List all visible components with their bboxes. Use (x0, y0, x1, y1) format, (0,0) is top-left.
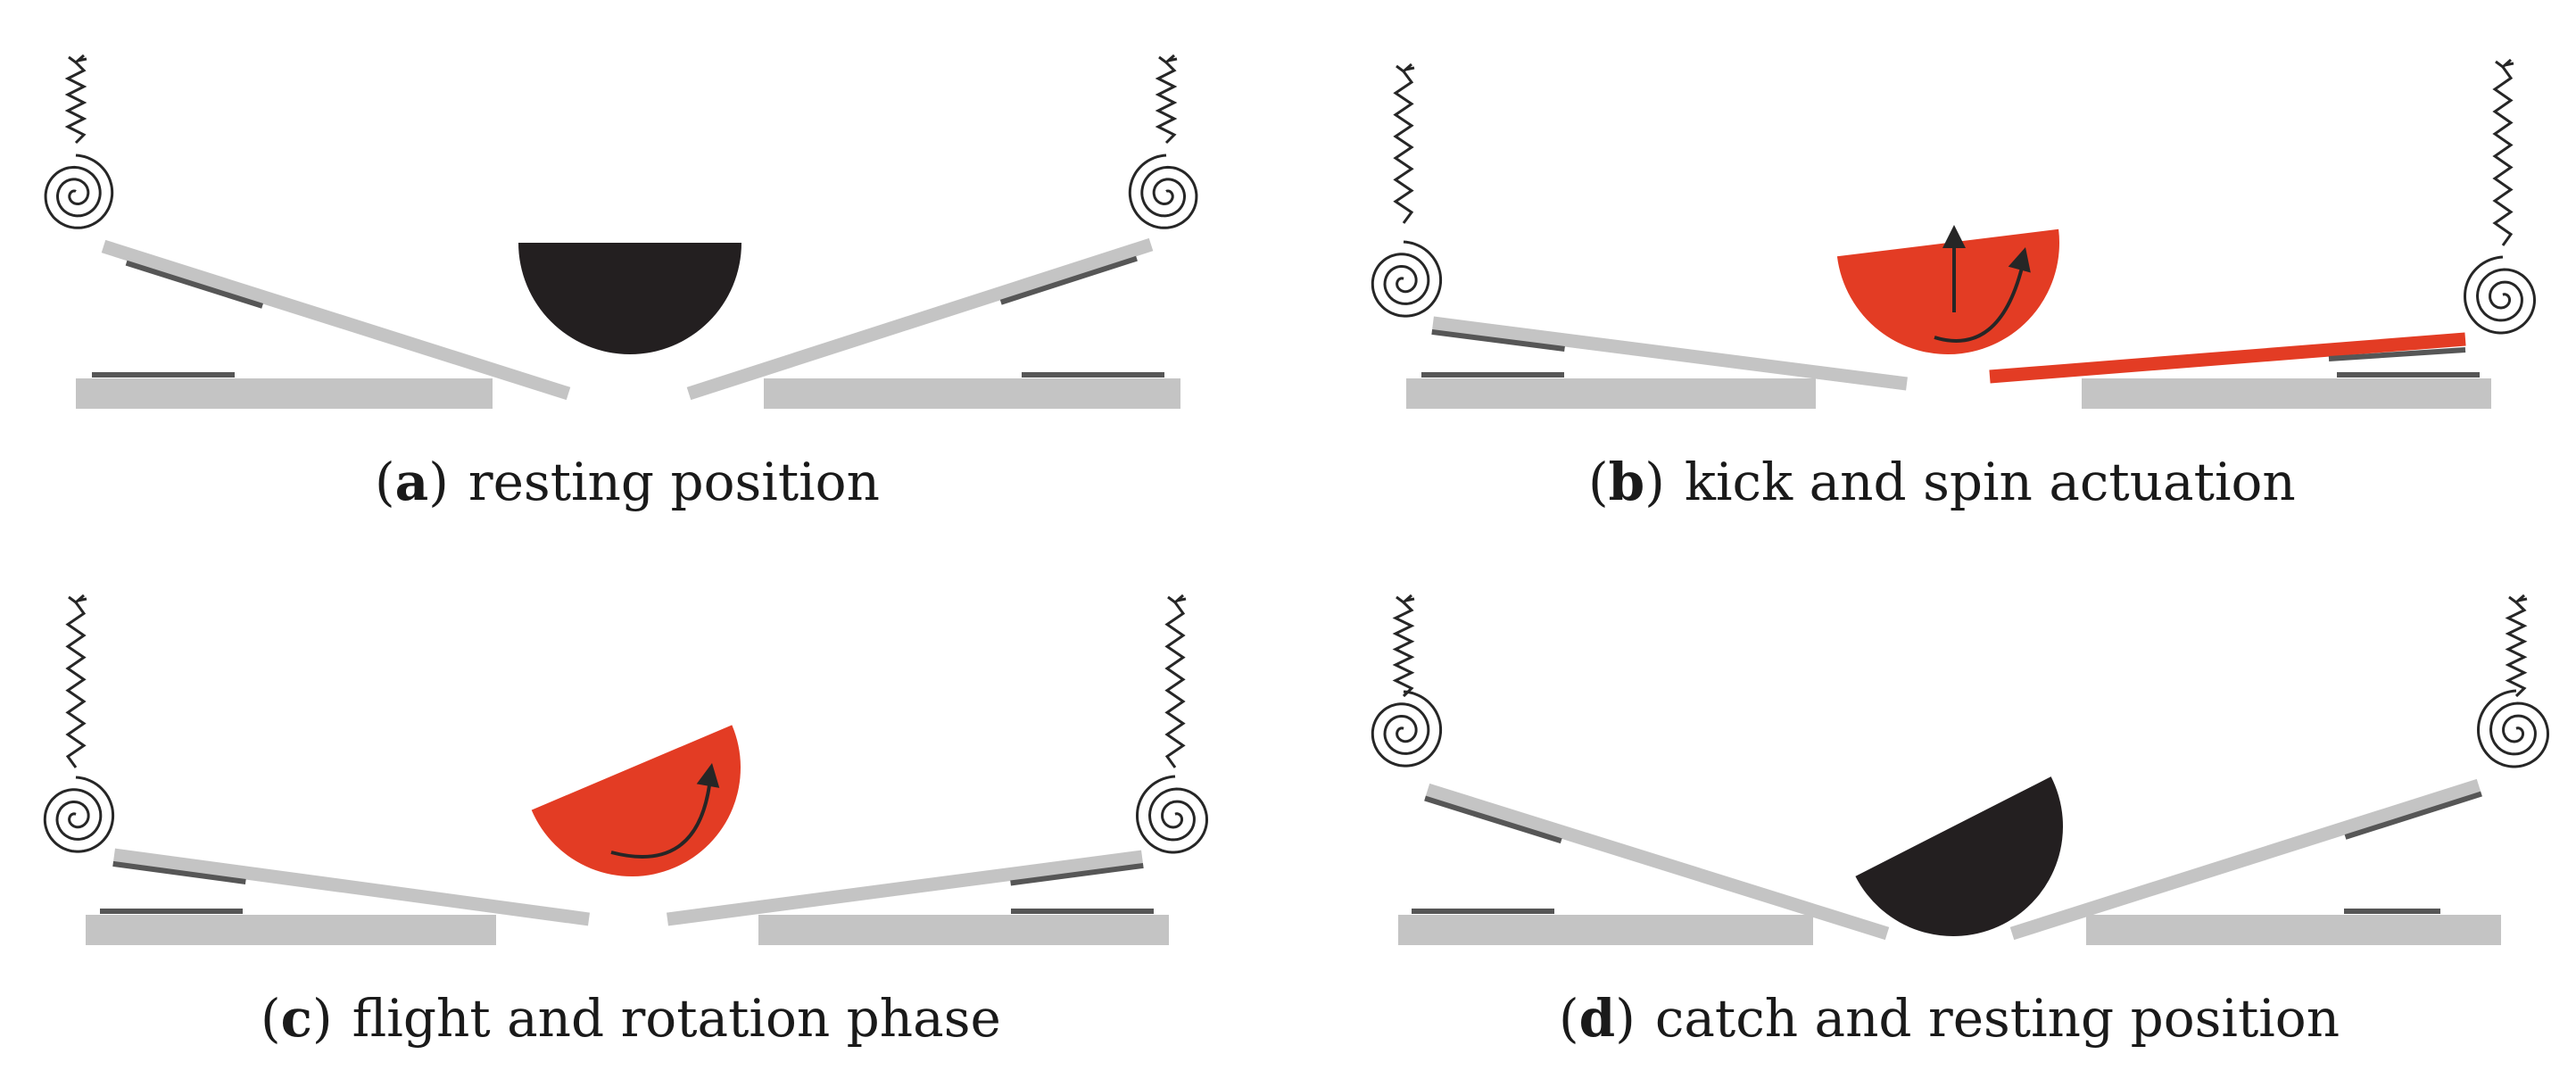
caption-d: (d)catch and resting position (1559, 988, 2340, 1049)
zigzag-spring (1393, 71, 1414, 224)
caption-text-b: kick and spin actuation (1684, 452, 2296, 512)
spring-anchor (1396, 593, 1415, 604)
half-ball (531, 725, 741, 876)
flipper-pad (1424, 795, 1562, 844)
panel-label-a: a (394, 452, 429, 512)
base-plate (2082, 378, 2491, 409)
spring-anchor (1167, 593, 1187, 604)
flipper-arm (112, 848, 591, 926)
panel-b-kick-spin (1371, 58, 2537, 409)
caption-b: (b)kick and spin actuation (1588, 452, 2296, 512)
kick-arrow-head (1942, 225, 1966, 248)
base-plate (758, 915, 1169, 945)
flipper-arm (1432, 316, 1908, 391)
base-plate (764, 378, 1180, 409)
caption-c: (c)flight and rotation phase (261, 988, 1001, 1049)
torsion-coil (1135, 775, 1209, 854)
spring-anchor (2508, 593, 2528, 604)
spin-arrow-head (2008, 247, 2031, 273)
half-ball (518, 243, 741, 354)
zigzag-spring (1392, 601, 1415, 698)
zigzag-spring (1164, 602, 1186, 768)
panel-label-c: c (280, 988, 312, 1049)
torsion-coil (43, 776, 115, 853)
spring-anchor (1158, 54, 1178, 64)
torsion-coil (2463, 255, 2537, 335)
torsion-coil (2476, 689, 2550, 768)
spring-anchor (1396, 62, 1415, 73)
caption-text-a: resting position (468, 452, 880, 512)
torsion-coil (44, 154, 114, 229)
flipper-pad (1431, 328, 1565, 352)
base-plate (2086, 915, 2501, 945)
flipper-arm (2009, 778, 2481, 941)
half-ball (1836, 228, 2059, 354)
zigzag-spring (65, 602, 87, 768)
flipper-arm (667, 850, 1143, 926)
flipper-pad (2328, 347, 2466, 361)
flipper-pad (112, 860, 246, 884)
flipper-arm (101, 239, 571, 401)
base-plate (1398, 915, 1813, 945)
half-ball (1855, 776, 2063, 936)
panel-label-b: b (1608, 452, 1645, 512)
base-plate (86, 915, 496, 945)
torsion-coil (1371, 690, 1443, 768)
flipper-pad (2344, 791, 2482, 840)
base-plate (1406, 378, 1816, 409)
panel-a-resting (44, 54, 1198, 409)
flipper-arm (1989, 332, 2466, 384)
spring-anchor (2495, 58, 2514, 69)
spring-anchor (68, 54, 87, 64)
caption-text-d: catch and resting position (1654, 988, 2340, 1049)
zigzag-spring (64, 61, 87, 145)
panel-c-flight-rotation (43, 593, 1209, 945)
panel-d-catch-resting (1371, 593, 2550, 945)
zigzag-spring (1155, 61, 1178, 145)
rotation-arrow-arc (610, 784, 711, 859)
flipper-pad (1010, 862, 1144, 886)
flipper-pad (125, 260, 264, 309)
caption-a: (a)resting position (375, 452, 880, 512)
flipper-pad (999, 255, 1138, 305)
rotation-arrow-head (696, 763, 720, 788)
flipper-arm (1425, 783, 1890, 941)
spin-arrow-arc (1934, 267, 2024, 343)
panel-label-d: d (1578, 988, 1616, 1049)
flipper-arm (686, 237, 1154, 401)
caption-text-c: flight and rotation phase (352, 988, 1001, 1049)
zigzag-spring (2492, 66, 2514, 246)
spring-anchor (68, 593, 87, 604)
torsion-coil (1371, 240, 1443, 318)
torsion-coil (1128, 154, 1198, 229)
base-plate (76, 378, 493, 409)
zigzag-spring (2505, 601, 2528, 698)
